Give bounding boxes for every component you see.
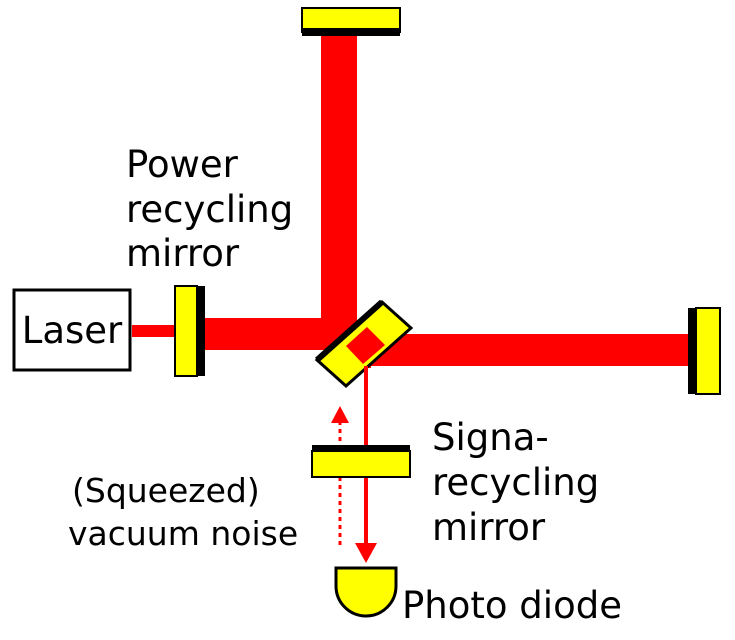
- laser-source: Laser: [12, 288, 132, 372]
- signal-recycling-mirror: [311, 445, 411, 478]
- beam-splitter-beam-spot: [346, 327, 385, 364]
- photo-diode: [334, 566, 398, 618]
- north-end-mirror: [301, 7, 401, 36]
- vacuum-noise-label-line-1: (Squeezed): [72, 471, 260, 510]
- power-recycling-label-line-3: mirror: [126, 232, 240, 275]
- signal-recycling-mirror-face: [311, 450, 411, 478]
- east-end-mirror-face: [695, 307, 721, 395]
- vacuum-noise-arrowhead: [331, 406, 349, 423]
- power-recycling-mirror-face: [174, 285, 198, 377]
- north-arm-beam: [321, 36, 357, 348]
- photo-diode-body: [334, 566, 398, 618]
- beam-splitter: [314, 299, 414, 389]
- vacuum-noise-label-line-2: vacuum noise: [68, 514, 298, 553]
- vacuum-noise-label: (Squeezed) vacuum noise: [68, 471, 298, 553]
- signal-recycling-label-line-1: Signa-: [432, 416, 549, 459]
- signal-recycling-label-line-2: recycling: [432, 461, 599, 504]
- output-beam-arrowhead: [355, 543, 377, 563]
- power-recycling-mirror-coating: [197, 286, 205, 376]
- east-arm-beam: [345, 334, 690, 366]
- signal-recycling-mirror-coating: [312, 445, 410, 452]
- east-end-mirror: [688, 307, 721, 395]
- east-end-mirror-coating: [688, 308, 696, 394]
- beam-splitter-coating: [315, 299, 384, 363]
- power-recycling-label-line-2: recycling: [126, 188, 293, 231]
- power-recycling-mirror: [174, 285, 205, 377]
- signal-recycling-mirror-label: Signa- recycling mirror: [432, 416, 599, 549]
- vacuum-noise-beam: [331, 406, 349, 545]
- power-recycling-mirror-label: Power recycling mirror: [126, 143, 293, 275]
- power-recycling-label-line-1: Power: [126, 143, 239, 186]
- photo-diode-label: Photo diode: [402, 584, 622, 627]
- north-end-mirror-coating: [302, 28, 400, 36]
- input-beam: [132, 325, 180, 337]
- laser-label: Laser: [22, 309, 123, 352]
- signal-recycling-label-line-3: mirror: [432, 506, 546, 549]
- laser-box: [12, 288, 132, 372]
